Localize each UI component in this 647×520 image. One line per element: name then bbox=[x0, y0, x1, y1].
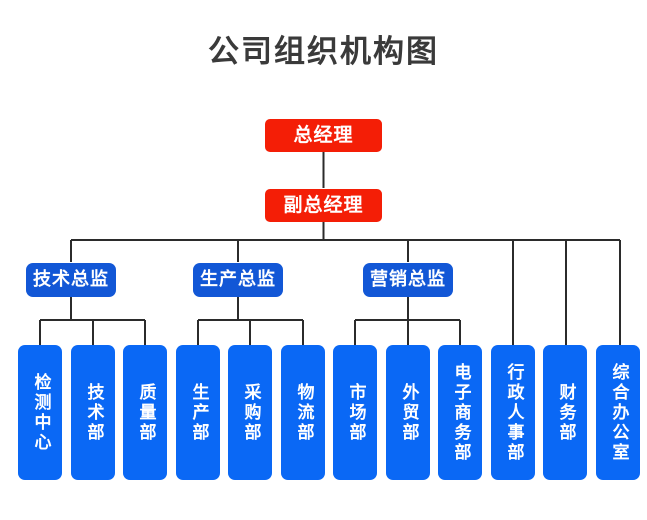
node-general-office[interactable]: 综合办公室 bbox=[596, 345, 640, 480]
node-admin-hr-department[interactable]: 行政人事部 bbox=[491, 345, 535, 480]
page-title: 公司组织机构图 bbox=[208, 34, 439, 70]
node-finance-department[interactable]: 财务部 bbox=[543, 345, 587, 480]
node-market-department[interactable]: 市场部 bbox=[333, 345, 377, 480]
node-technical-director[interactable]: 技术总监 bbox=[26, 263, 116, 297]
node-marketing-director[interactable]: 营销总监 bbox=[363, 263, 453, 297]
node-procurement-department[interactable]: 采购部 bbox=[228, 345, 272, 480]
node-ecommerce-department[interactable]: 电子商务部 bbox=[438, 345, 482, 480]
node-production-department[interactable]: 生产部 bbox=[176, 345, 220, 480]
node-technology-department[interactable]: 技术部 bbox=[71, 345, 115, 480]
node-deputy-general-manager[interactable]: 副总经理 bbox=[265, 189, 382, 222]
node-production-director[interactable]: 生产总监 bbox=[193, 263, 283, 297]
node-quality-department[interactable]: 质量部 bbox=[123, 345, 167, 480]
node-foreign-trade-department[interactable]: 外贸部 bbox=[386, 345, 430, 480]
node-general-manager[interactable]: 总经理 bbox=[265, 119, 382, 152]
node-logistics-department[interactable]: 物流部 bbox=[281, 345, 325, 480]
node-testing-center[interactable]: 检测中心 bbox=[18, 345, 62, 480]
